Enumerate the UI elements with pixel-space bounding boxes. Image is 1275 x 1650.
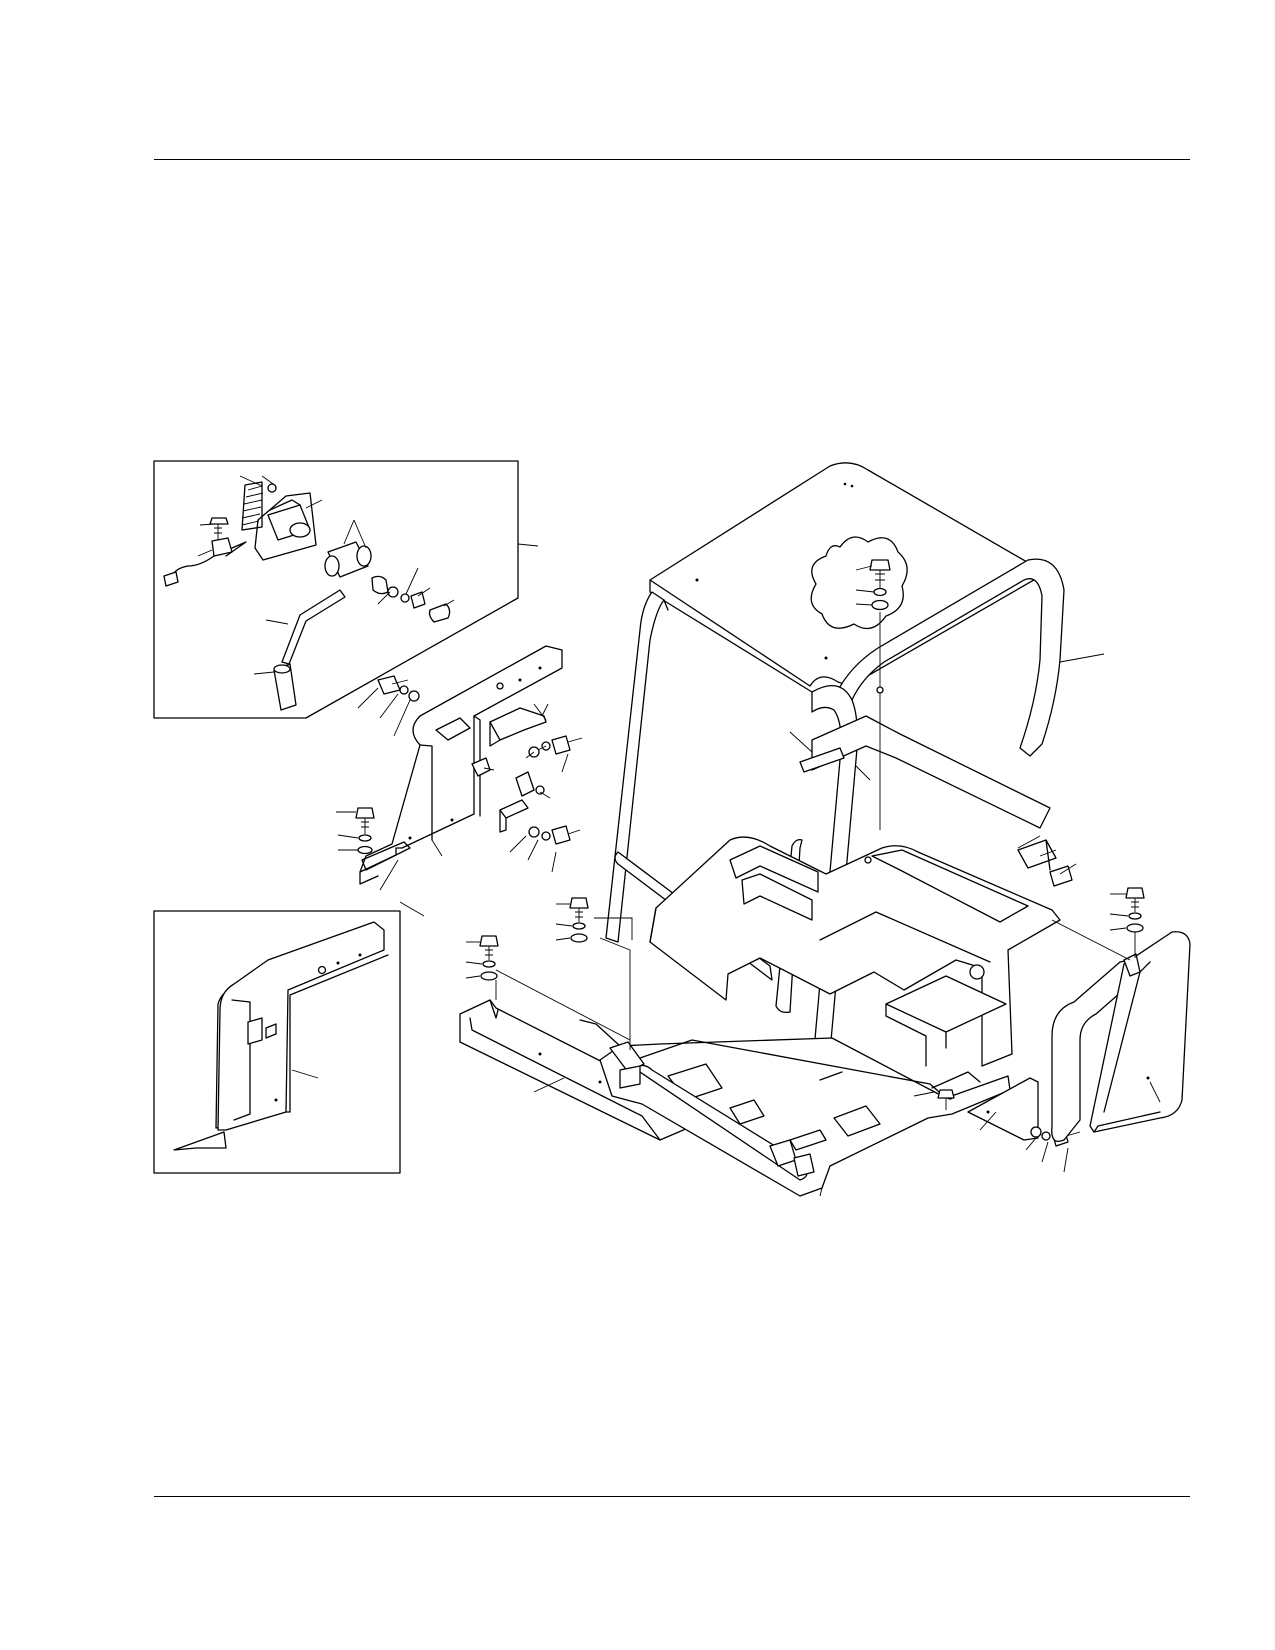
left-side-frame xyxy=(336,646,582,916)
detail-box-side-panel xyxy=(154,911,400,1173)
detail-box-lever-assembly xyxy=(154,461,538,718)
footer-rule xyxy=(154,1496,1190,1497)
base-frame xyxy=(460,1000,1080,1196)
right-side-guard xyxy=(1052,888,1190,1141)
front-mount-bolts xyxy=(466,898,632,1050)
roof-bolt-detail xyxy=(811,537,907,863)
header-rule xyxy=(154,159,1190,160)
canopy-frame xyxy=(606,463,1104,1066)
